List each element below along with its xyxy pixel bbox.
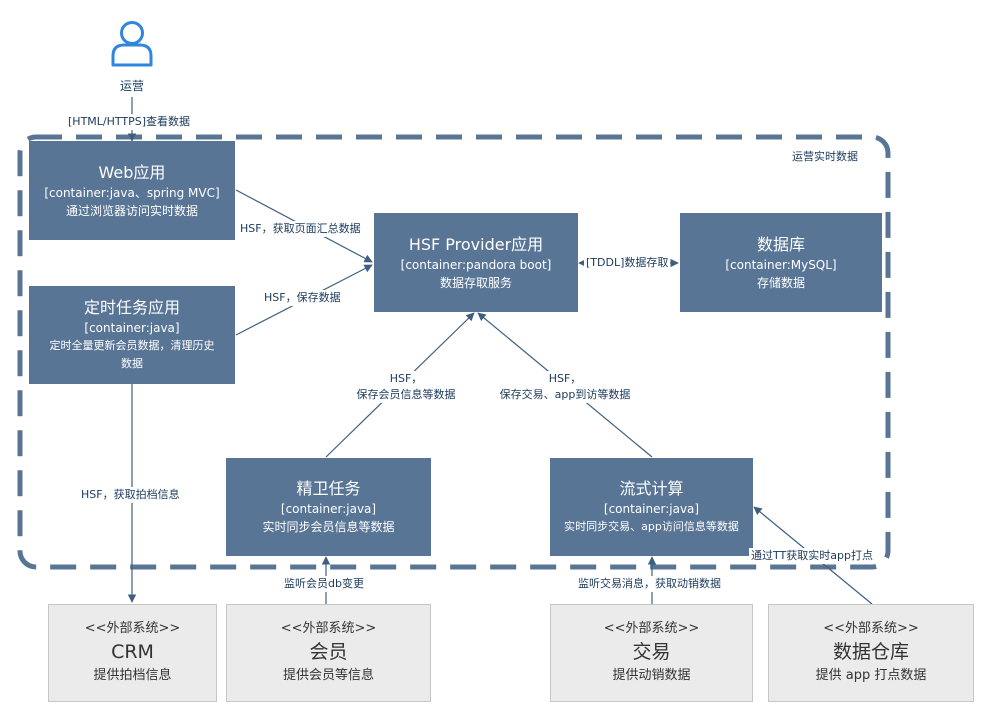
container-database[interactable]: 数据库 [container:MySQL] 存储数据 — [680, 213, 882, 312]
relation-label-guard-provider: HSF， 保存会员信息等数据 — [344, 371, 468, 403]
container-tech: [container:java] — [603, 502, 700, 516]
external-system-trade[interactable]: <<外部系统>> 交易 提供动销数据 — [550, 604, 753, 702]
container-tech: [container:pandora boot] — [400, 257, 552, 272]
system-boundary — [17, 134, 891, 570]
container-desc: 实时同步交易、app访问信息等数据 — [564, 520, 739, 533]
container-desc: 实时同步会员信息等数据 — [262, 520, 395, 534]
container-title: 精卫任务 — [296, 479, 361, 498]
relation-label-line: 保存交易、app到访等数据 — [499, 388, 631, 401]
container-guard-task[interactable]: 精卫任务 [container:java] 实时同步会员信息等数据 — [226, 458, 431, 556]
relation-label-line: 保存会员信息等数据 — [356, 388, 456, 401]
external-system-member[interactable]: <<外部系统>> 会员 提供会员等信息 — [226, 604, 431, 702]
container-tech: [container:java] — [84, 321, 180, 335]
person-label: 运营 — [120, 79, 145, 93]
external-stereotype: <<外部系统>> — [280, 621, 377, 636]
external-desc: 提供动销数据 — [612, 668, 691, 683]
relation-label-warehouse-stream: 通过TT获取实时app打点 — [749, 548, 875, 564]
relation-label-line: HSF， — [389, 372, 423, 385]
container-tech: [container:MySQL] — [725, 257, 837, 272]
relation-label-scheduler-provider: HSF，保存数据 — [262, 290, 343, 306]
boundary-label: 运营实时数据 — [792, 150, 858, 163]
container-title: Web应用 — [98, 162, 166, 182]
container-title: 流式计算 — [619, 479, 684, 498]
relation-label-member-guard: 监听会员db变更 — [282, 576, 366, 592]
relation-label-provider-database: [TDDL]数据存取 — [584, 255, 671, 271]
relation-label-scheduler-crm: HSF，获取拍档信息 — [79, 487, 182, 503]
container-stream-compute[interactable]: 流式计算 [container:java] 实时同步交易、app访问信息等数据 — [550, 458, 753, 556]
container-tech: [container:java] — [280, 502, 377, 516]
external-stereotype: <<外部系统>> — [603, 621, 700, 636]
external-system-warehouse[interactable]: <<外部系统>> 数据仓库 提供 app 打点数据 — [768, 604, 974, 702]
container-desc: 数据 — [121, 357, 143, 370]
external-desc: 提供会员等信息 — [282, 668, 374, 683]
container-desc: 数据存取服务 — [439, 275, 512, 290]
relation-label-person-web: [HTML/HTTPS]查看数据 — [66, 114, 193, 130]
external-title: 会员 — [309, 641, 348, 663]
external-desc: 提供 app 打点数据 — [815, 668, 927, 683]
relation-label-trade-stream: 监听交易消息，获取动销数据 — [576, 576, 723, 592]
user-icon — [111, 21, 153, 67]
relation-label-stream-provider: HSF， 保存交易、app到访等数据 — [488, 371, 642, 403]
container-desc: 通过浏览器访问实时数据 — [65, 203, 198, 218]
external-desc: 提供拍档信息 — [93, 668, 172, 683]
container-title: 数据库 — [756, 234, 805, 254]
external-stereotype: <<外部系统>> — [823, 621, 919, 636]
external-title: 数据仓库 — [832, 641, 909, 663]
container-desc: 存储数据 — [756, 275, 805, 290]
relation-label-web-provider: HSF，获取页面汇总数据 — [238, 221, 363, 237]
container-title: HSF Provider应用 — [408, 234, 544, 254]
container-tech: [container:java、spring MVC] — [44, 185, 220, 200]
container-web-app[interactable]: Web应用 [container:java、spring MVC] 通过浏览器访… — [29, 141, 235, 240]
container-hsf-provider[interactable]: HSF Provider应用 [container:pandora boot] … — [374, 213, 578, 312]
container-desc: 定时全量更新会员数据，清理历史 — [49, 339, 215, 352]
container-scheduler-app[interactable]: 定时任务应用 [container:java] 定时全量更新会员数据，清理历史 … — [29, 286, 235, 384]
external-title: 交易 — [632, 641, 671, 663]
external-title: CRM — [111, 641, 154, 663]
relation-label-line: HSF， — [548, 372, 582, 385]
external-system-crm[interactable]: <<外部系统>> CRM 提供拍档信息 — [48, 604, 217, 702]
container-title: 定时任务应用 — [83, 298, 180, 317]
external-stereotype: <<外部系统>> — [84, 621, 181, 636]
